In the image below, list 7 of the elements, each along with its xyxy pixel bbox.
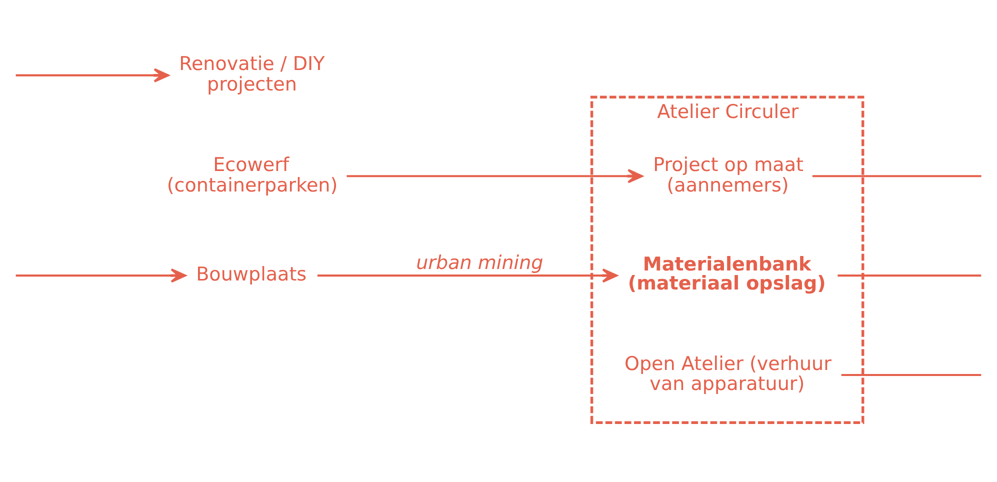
node-text: Bouwplaats <box>196 263 307 286</box>
node-text: Ecowerf (containerparken) <box>166 153 338 196</box>
node-text: Open Atelier (verhuur van apparatuur) <box>624 352 832 395</box>
edge-label: urban mining <box>416 252 544 274</box>
node-text: Project op maat (aannemers) <box>653 153 804 196</box>
node-text: Renovatie / DIY projecten <box>179 52 325 96</box>
node-text: Materialenbank (materiaal opslag) <box>628 252 826 294</box>
